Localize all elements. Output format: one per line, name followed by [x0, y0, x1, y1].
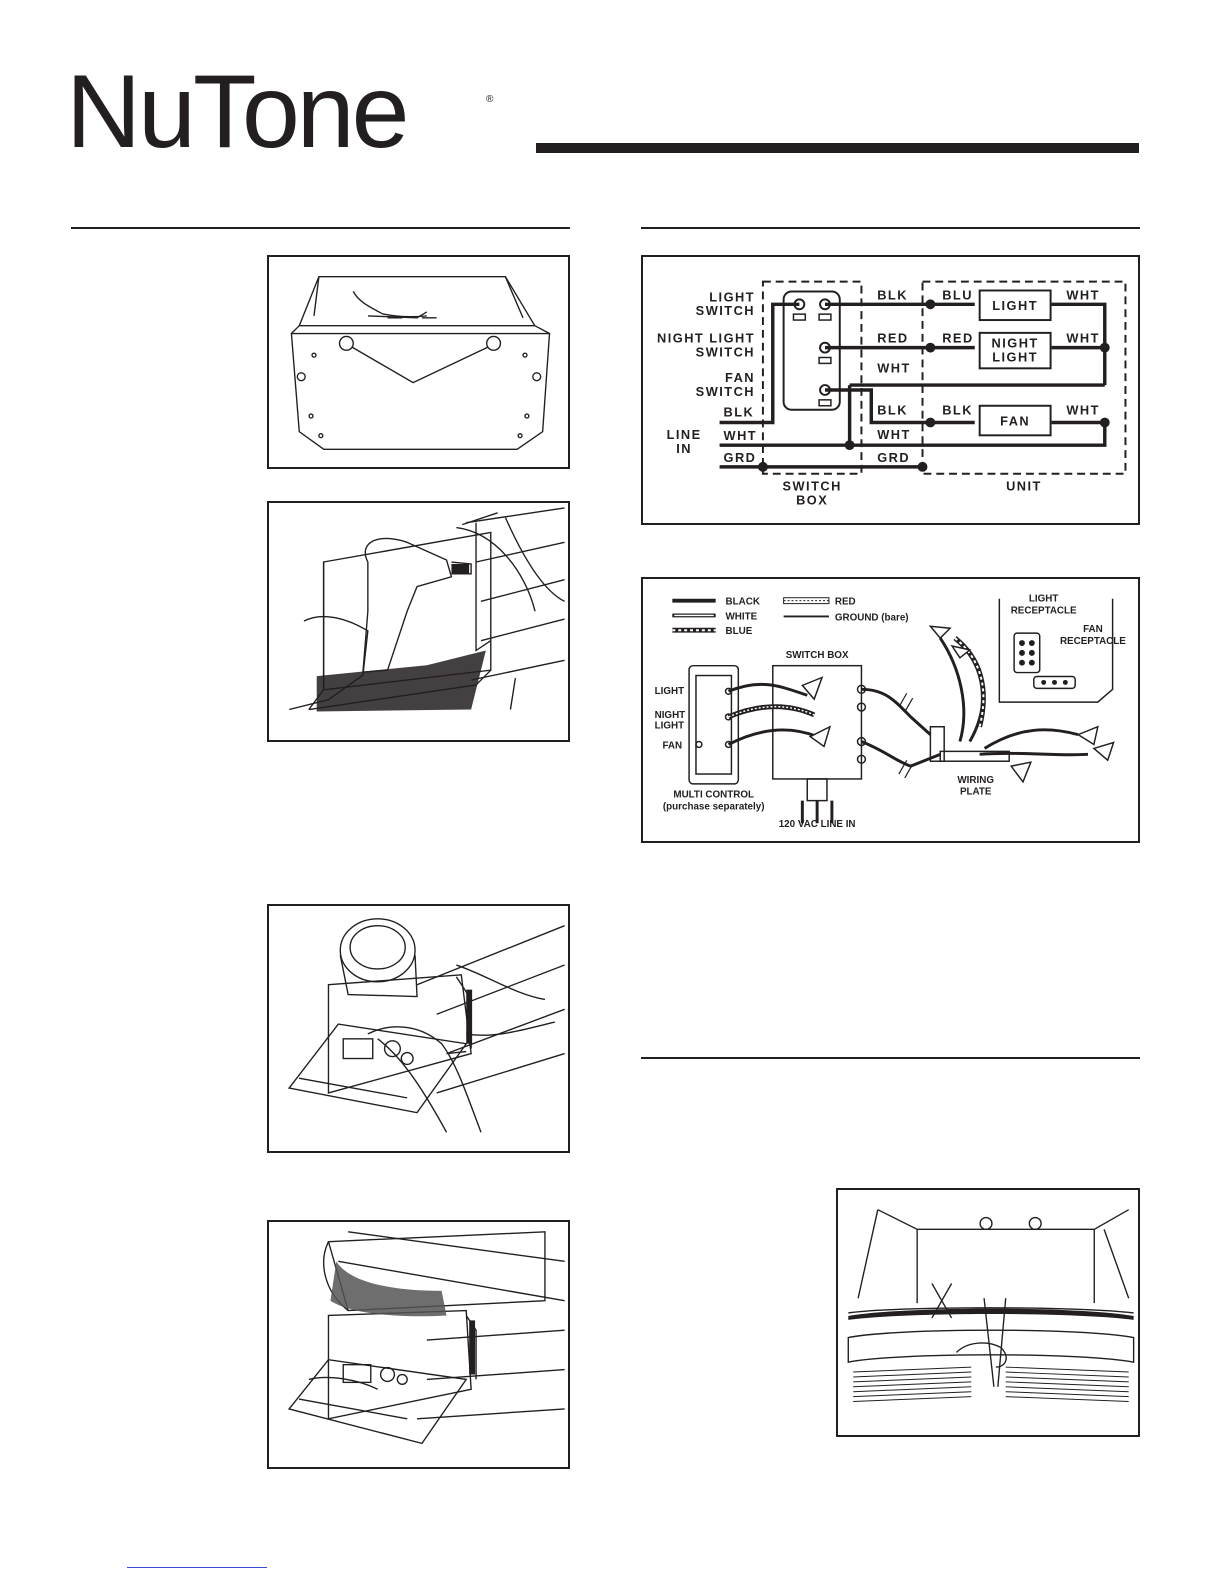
load-fan-label: FAN [1000, 413, 1030, 428]
wiring-schematic: LIGHT SWITCH NIGHT LIGHT SWITCH FAN SWIT… [657, 280, 1127, 507]
group-switch-box-2: BOX [796, 492, 828, 507]
housing-illustration [290, 275, 551, 451]
load-night-label-2: LIGHT [992, 349, 1038, 364]
legend-ground: GROUND (bare) [835, 612, 909, 623]
label-line-1: LINE [667, 427, 702, 442]
label-fan-receptacle-2: RECEPTACLE [1060, 636, 1126, 647]
label-wht-mid: WHT [877, 360, 911, 375]
group-unit: UNIT [1006, 478, 1042, 493]
label-multi-control: MULTI CONTROL [673, 790, 754, 801]
drill-illustration [289, 507, 565, 712]
label-night-switch-2: SWITCH [696, 345, 755, 360]
left-column-rule [71, 227, 570, 229]
right-section-rule [641, 1057, 1140, 1059]
multi-switch [782, 290, 841, 411]
label-red-1: RED [877, 331, 908, 346]
label-wiring-plate-2: PLATE [960, 787, 992, 798]
multi-control-body [688, 664, 740, 785]
label-blk-in: BLK [724, 405, 755, 420]
night-light-load [978, 331, 1052, 370]
label-blk-3: BLK [942, 403, 973, 418]
grille-illustration [847, 1209, 1135, 1403]
unit-outline [921, 280, 1127, 475]
legend-blue: BLUE [726, 626, 753, 637]
right-column-rule [641, 227, 1140, 229]
figure-wiring-schematic: LIGHT SWITCH NIGHT LIGHT SWITCH FAN SWIT… [641, 255, 1140, 525]
label-fan-switch-1: FAN [725, 370, 755, 385]
label-red-2: RED [942, 331, 973, 346]
switch-box-outline [761, 280, 863, 475]
wiring-pictorial: BLACK WHITE BLUE RED GROUND (bare) [655, 594, 1127, 831]
label-light-receptacle-1: LIGHT [1029, 594, 1058, 605]
label-line-in: 120 VAC LINE IN [779, 819, 856, 830]
figure-duct-attached [267, 1220, 570, 1469]
figure-grille-install [836, 1188, 1140, 1437]
registered-mark: ® [486, 94, 494, 105]
duct-attached-illustration [287, 1231, 565, 1445]
label-night-1: NIGHT [655, 710, 686, 721]
duct-connector-illustration [287, 918, 565, 1133]
label-blk-1: BLK [877, 287, 908, 302]
label-fan-receptacle-1: FAN [1083, 624, 1103, 635]
legend-red: RED [835, 597, 856, 608]
legend-white: WHITE [726, 611, 758, 622]
label-wht-fan: WHT [1066, 403, 1100, 418]
figure-housing-top [267, 255, 570, 469]
brand-logo: NuTone [66, 54, 409, 170]
header-bar [536, 143, 1139, 153]
load-light-label: LIGHT [992, 298, 1038, 313]
label-fan-switch-2: SWITCH [696, 384, 755, 399]
label-light-switch-2: SWITCH [696, 303, 755, 318]
figure-wiring-pictorial: BLACK WHITE BLUE RED GROUND (bare) [641, 577, 1140, 843]
legend-black: BLACK [726, 597, 760, 608]
label-blu: BLU [942, 287, 973, 302]
label-light-switch-1: LIGHT [709, 289, 755, 304]
label-night-switch-1: NIGHT LIGHT [657, 331, 755, 346]
figure-drill-mounting [267, 501, 570, 742]
label-purchase-separately: (purchase separately) [663, 801, 765, 812]
label-wht-light: WHT [1066, 287, 1100, 302]
label-wiring-plate-1: WIRING [957, 775, 994, 786]
label-line-2: IN [676, 441, 692, 456]
label-light-receptacle-2: RECEPTACLE [1011, 605, 1077, 616]
label-grd-in: GRD [724, 450, 757, 465]
label-wht-night: WHT [1066, 331, 1100, 346]
fan-load [978, 404, 1052, 437]
label-wht-in: WHT [724, 428, 758, 443]
label-wht-2: WHT [877, 427, 911, 442]
label-switch-box: SWITCH BOX [786, 650, 849, 661]
label-light: LIGHT [655, 686, 684, 697]
label-night-2: LIGHT [655, 721, 684, 732]
load-night-label-1: NIGHT [992, 336, 1039, 351]
label-grd-2: GRD [877, 450, 910, 465]
label-blk-2: BLK [877, 403, 908, 418]
figure-duct-connector [267, 904, 570, 1153]
footer-link-underline[interactable] [127, 1567, 267, 1568]
group-switch-box-1: SWITCH [783, 478, 842, 493]
light-load [978, 289, 1052, 322]
label-fan: FAN [662, 740, 682, 751]
